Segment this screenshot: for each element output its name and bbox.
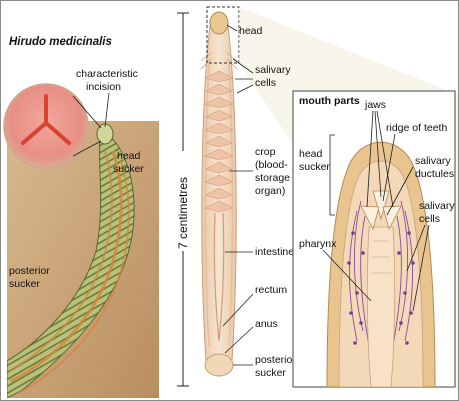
label-intestine: intestine (255, 246, 294, 258)
salivary-cell-dot (355, 291, 359, 295)
head-sucker-bracket (329, 134, 335, 216)
salivary-cell-dot (351, 231, 355, 235)
label-posterior-sucker-1: posterior (9, 265, 50, 277)
salivary-cell-dot (397, 251, 401, 255)
mouth-parts-title: mouth parts (299, 95, 360, 107)
crop-chamber (204, 200, 234, 213)
salivary-cells-left (349, 200, 370, 347)
salivary-cell-dot (407, 231, 411, 235)
salivary-cell-dot (361, 251, 365, 255)
salivary-cell-dot (405, 341, 409, 345)
leader-incision (104, 92, 110, 128)
label-posterior-sucker-2: sucker (9, 278, 40, 290)
label-crop-4: organ) (255, 185, 285, 197)
zoom-line-bottom (72, 140, 102, 157)
label-incision-1: characteristic (76, 68, 138, 80)
label-mp-head-sucker-2: sucker (299, 161, 330, 173)
label-salivary-cells-1: salivary (255, 64, 291, 76)
scale-label: 7 centimetres (176, 177, 190, 249)
crop-chambers (204, 70, 234, 213)
label-mp-salivary-cells-1: salivary (419, 200, 455, 212)
pharynx-shape (366, 226, 396, 387)
salivary-cell-dot (353, 341, 357, 345)
label-salivary-cells-2: cells (255, 77, 276, 89)
whole-leech (7, 123, 135, 398)
crop-chamber (205, 187, 233, 200)
salivary-cell-dot (399, 321, 403, 325)
label-mp-salivary-cells-2: cells (419, 213, 440, 225)
crop-chamber (204, 122, 234, 135)
label-salivary-ductules-1: salivary (415, 155, 451, 167)
label-crop-2: (blood- (255, 159, 288, 171)
zoom-line-top (72, 95, 102, 129)
crop-chamber (204, 70, 234, 83)
salivary-cell-dot (403, 291, 407, 295)
label-posterior-sucker-mid-1: posterior (255, 354, 296, 366)
crop-chamber (205, 135, 233, 148)
crop-chamber (205, 83, 233, 96)
species-title: Hirudo medicinalis (9, 36, 112, 48)
salivary-cell-dot (411, 261, 415, 265)
jaw-center (372, 190, 390, 221)
jaw-left (360, 205, 380, 231)
label-mp-head-sucker-1: head (299, 148, 323, 160)
label-pharynx: pharynx (299, 238, 337, 250)
label-rectum: rectum (255, 284, 287, 296)
salivary-cell-dot (409, 311, 413, 315)
intestine-shape (213, 212, 225, 342)
y-incision-mark (21, 94, 71, 145)
salivary-cell-dot (347, 261, 351, 265)
head-shape (209, 11, 229, 35)
incision-disc (3, 83, 89, 169)
salivary-cell-dot (359, 321, 363, 325)
label-head-sucker-1: head (117, 150, 141, 162)
posterior-sucker-shape (204, 353, 234, 377)
label-jaws: jaws (364, 99, 386, 111)
crop-chamber (204, 96, 234, 109)
label-salivary-ductules-2: ductules (415, 168, 454, 180)
label-crop-1: crop (255, 146, 276, 158)
label-head-sucker-2: sucker (113, 163, 144, 175)
scale-label-gap (175, 151, 191, 251)
salivary-dots (347, 231, 415, 345)
label-crop-3: storage (255, 172, 290, 184)
crop-chamber (204, 174, 234, 187)
label-ridge-of-teeth: ridge of teeth (386, 122, 447, 134)
label-anus: anus (255, 318, 278, 330)
crop-chamber (205, 161, 233, 174)
label-incision-2: incision (86, 81, 121, 93)
label-head: head (239, 25, 263, 37)
crop-chamber (204, 148, 234, 161)
salivary-cells-right (392, 200, 413, 347)
label-posterior-sucker-mid-2: sucker (255, 367, 286, 379)
crop-chamber (205, 109, 233, 122)
salivary-cell-dot (349, 311, 353, 315)
